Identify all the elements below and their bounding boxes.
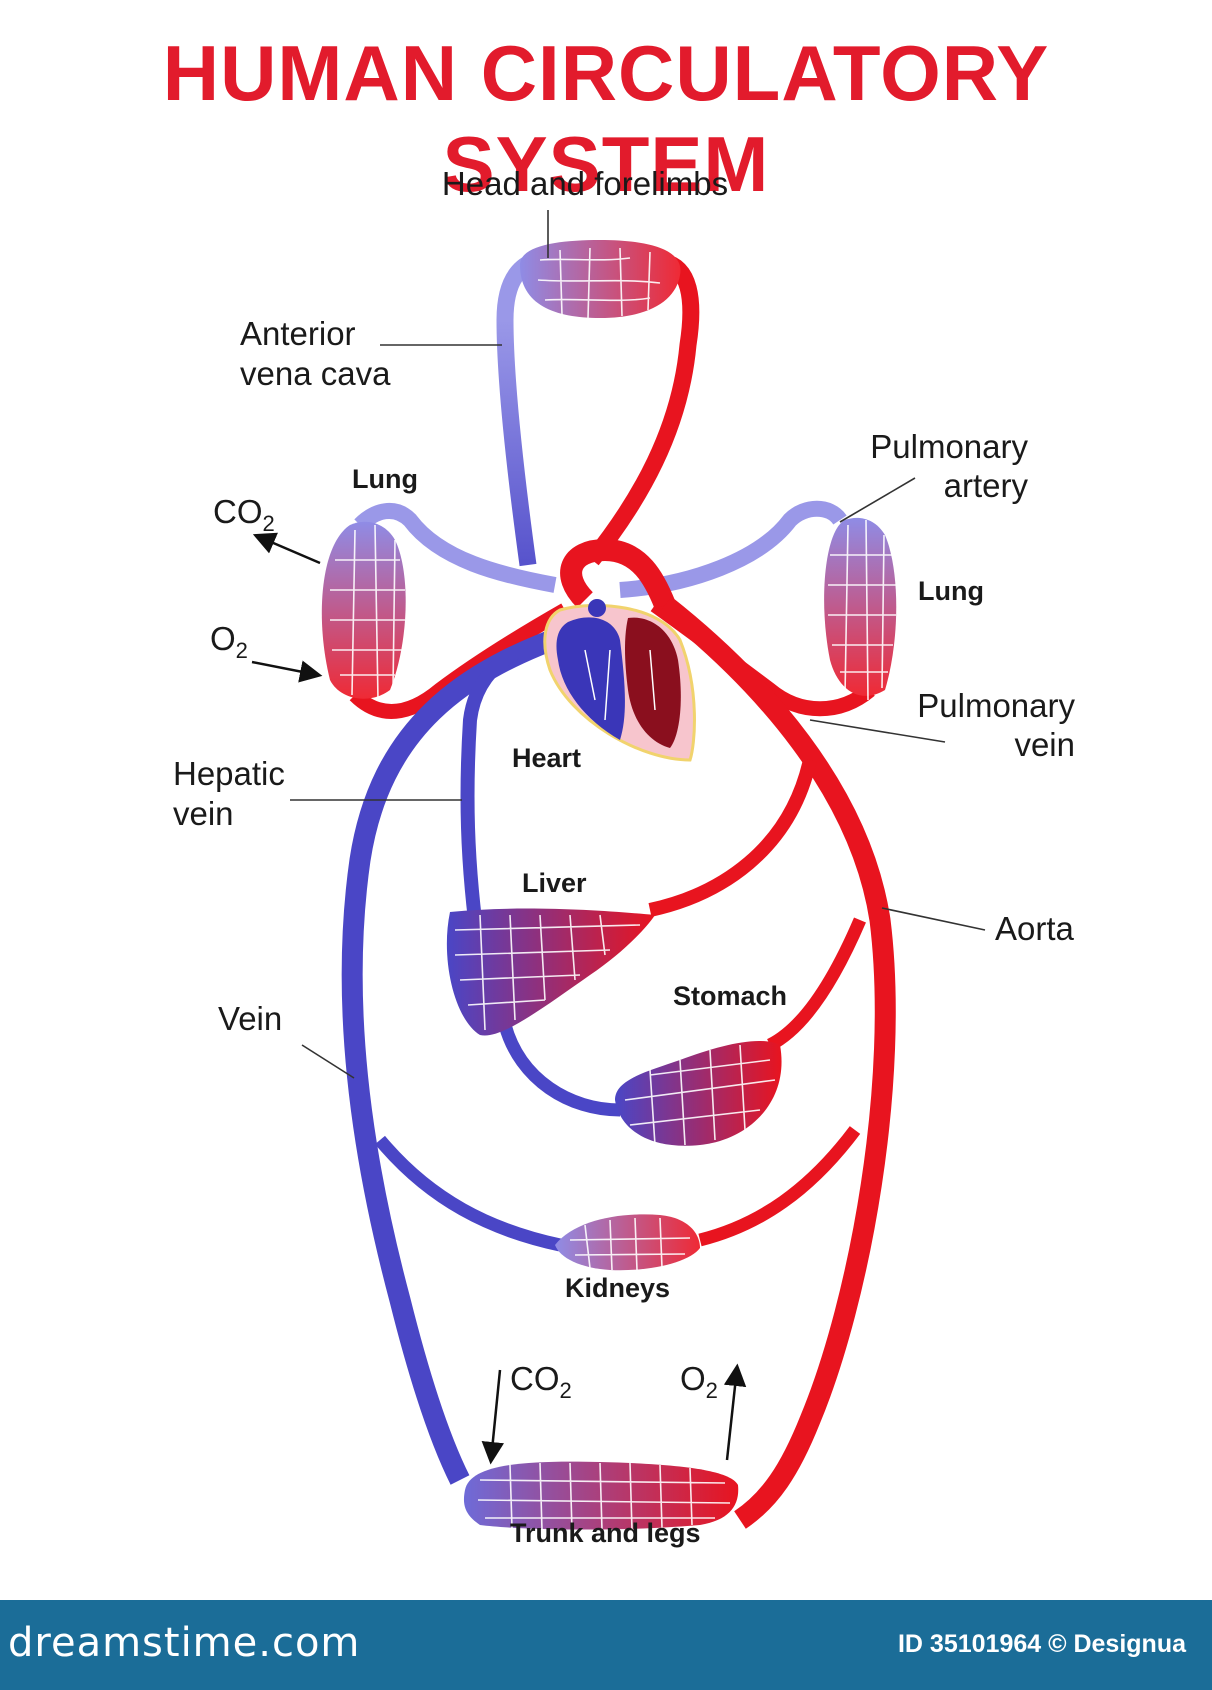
footer-bar: dreamstime.com ID 35101964 © Designua <box>0 1600 1212 1690</box>
leader-lines <box>290 210 986 1079</box>
label-vein: Vein <box>218 1000 282 1037</box>
label-kidneys: Kidneys <box>565 1273 670 1303</box>
label-head-forelimbs: Head and forelimbs <box>442 165 728 202</box>
right-lung-capillary-bed <box>824 517 897 701</box>
stomach-capillary-bed <box>615 1040 782 1146</box>
page-title: HUMAN CIRCULATORY SYSTEM <box>162 29 1050 208</box>
label-co2-lung: CO2 <box>213 493 275 536</box>
label-hepatic-vein-line1: Hepatic <box>173 755 285 792</box>
co2-lung-arrow <box>252 532 321 565</box>
organ-branches <box>375 643 866 1252</box>
label-pulmonary-vein-line2: vein <box>1014 726 1075 763</box>
label-stomach: Stomach <box>673 981 787 1011</box>
label-anterior-vena-cava-line2: vena cava <box>240 355 391 392</box>
heart <box>543 599 696 762</box>
major-vein <box>341 620 584 1485</box>
left-lung-capillary-bed <box>321 521 406 701</box>
circulatory-diagram: Head and forelimbs Anterior vena cava Pu… <box>173 165 1075 1548</box>
label-pulmonary-artery-line1: Pulmonary <box>870 428 1028 465</box>
gas-arrows <box>251 532 747 1465</box>
label-anterior-vena-cava-line1: Anterior <box>240 315 356 352</box>
aorta <box>658 596 896 1529</box>
footer-brand[interactable]: dreamstime.com <box>8 1620 361 1666</box>
o2-trunk-arrow <box>723 1363 747 1461</box>
liver-capillary-bed <box>446 908 655 1036</box>
label-lung-left: Lung <box>352 464 418 494</box>
label-pulmonary-artery-line2: artery <box>944 467 1029 504</box>
trunk-legs-capillary-bed <box>463 1461 739 1531</box>
o2-lung-arrow <box>251 660 323 683</box>
co2-trunk-arrow <box>481 1369 504 1465</box>
label-trunk-legs: Trunk and legs <box>510 1518 701 1548</box>
label-o2-trunk: O2 <box>680 1360 718 1403</box>
label-co2-trunk: CO2 <box>510 1360 572 1403</box>
footer-image-id: ID 35101964 © Designua <box>897 1630 1186 1658</box>
kidneys-capillary-bed <box>555 1214 700 1271</box>
aortic-arch <box>560 538 676 610</box>
label-lung-right: Lung <box>918 576 984 606</box>
label-heart: Heart <box>512 743 581 773</box>
label-hepatic-vein-line2: vein <box>173 795 234 832</box>
label-aorta: Aorta <box>995 910 1075 947</box>
head-capillary-bed <box>520 240 681 319</box>
label-o2-lung: O2 <box>210 620 248 663</box>
label-pulmonary-vein-line1: Pulmonary <box>917 687 1075 724</box>
label-liver: Liver <box>522 868 587 898</box>
